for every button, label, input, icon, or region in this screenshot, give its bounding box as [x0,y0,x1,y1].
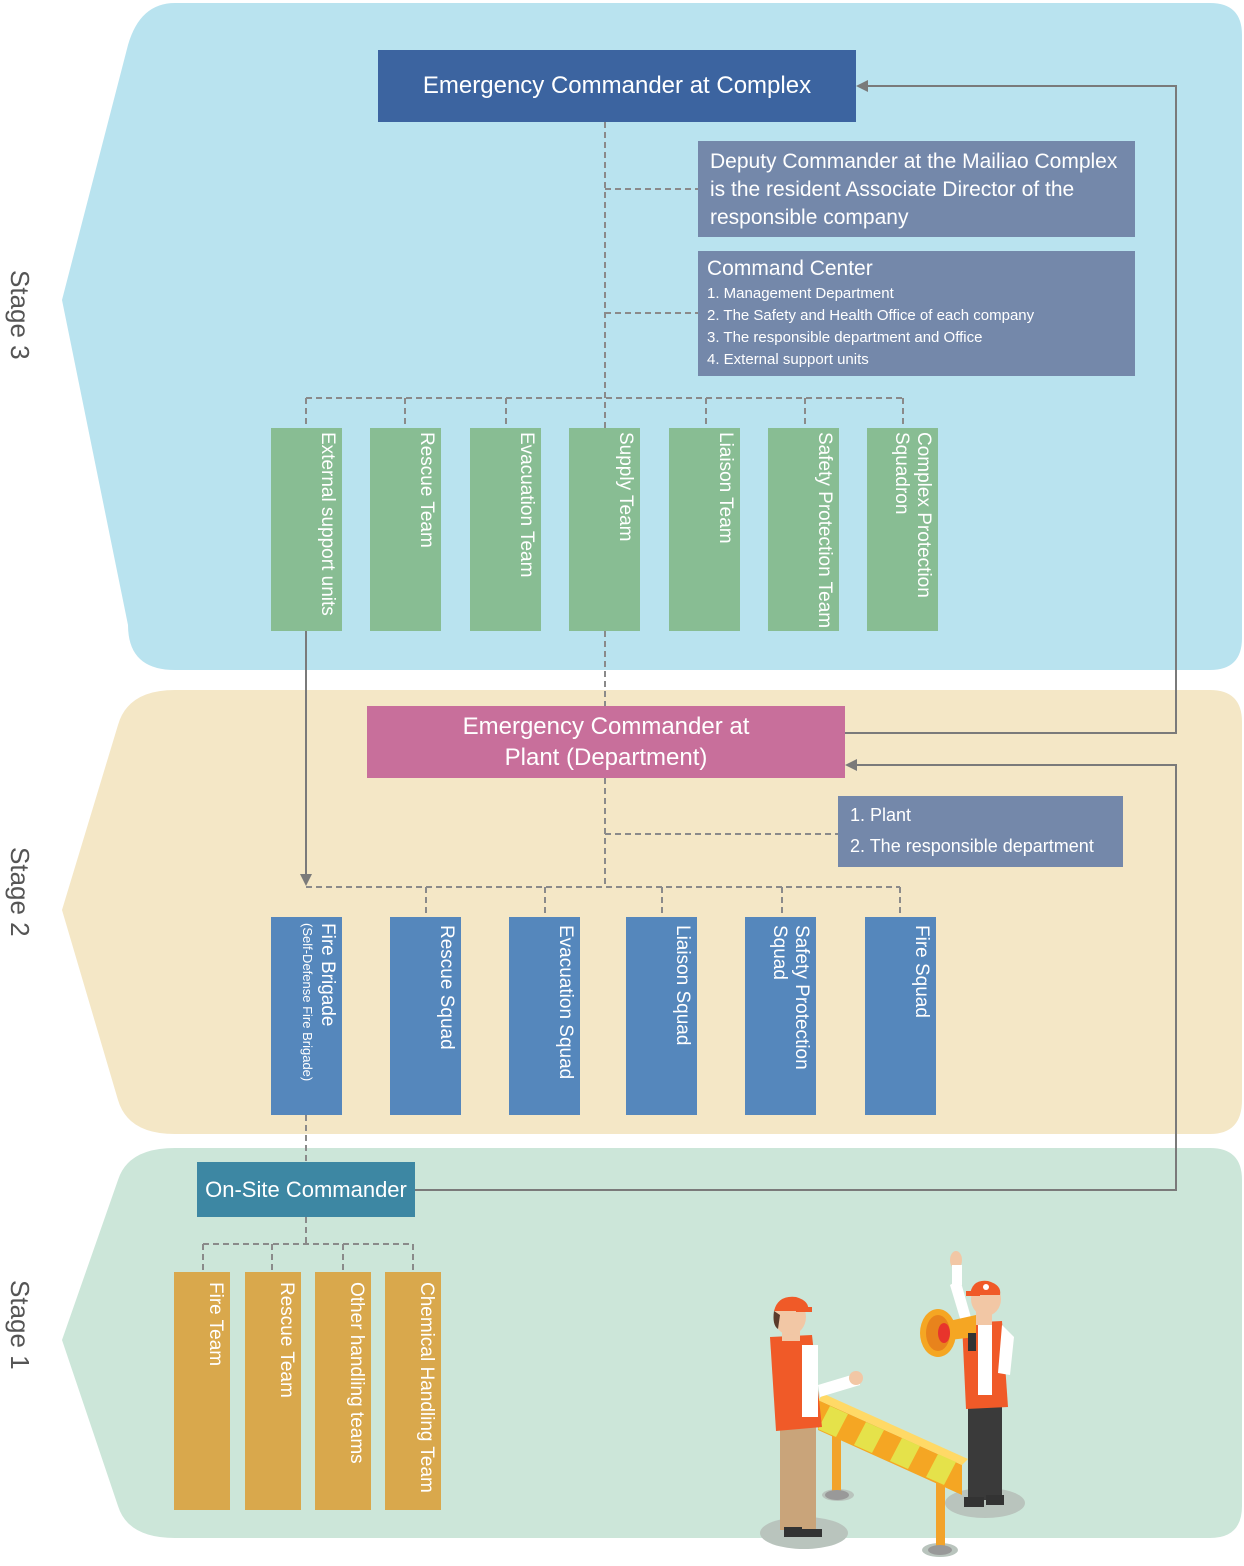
complex-commander-box: Emergency Commander at Complex [378,50,856,122]
command-center-item: 2. The Safety and Health Office of each … [707,307,1035,324]
barrier-icon [818,1394,968,1555]
team-complex-protection: Complex Protection Squadron [867,428,938,631]
team-fire: Fire Team [174,1272,230,1510]
command-center-item: 4. External support units [707,351,869,368]
plant-info-item: 1. Plant [850,805,912,825]
dashed-connectors [202,122,904,1272]
team-liaison: Liaison Team [669,428,740,631]
solid-arrows [300,80,1177,1191]
team-external-support: External support units [271,428,342,631]
worker-right-icon [920,1251,1014,1507]
megaphone-icon [920,1309,976,1357]
team-other-handling: Other handling teams [315,1272,371,1510]
command-center-title: Command Center [707,257,873,280]
command-center-box: Command Center 1. Management Department … [698,251,1135,376]
team-rescue: Rescue Team [370,428,441,631]
fire-brigade-name: Fire Brigade [317,923,338,1027]
plant-info-item: 2. The responsible department [850,836,1094,856]
squad-fire-brigade: Fire Brigade (Self-Defense Fire Brigade) [271,917,342,1115]
team-supply: Supply Team [569,428,640,631]
workers-illustration [760,1251,1025,1557]
deputy-commander-box: Deputy Commander at the Mailiao Complex … [698,141,1135,237]
team-evacuation: Evacuation Team [470,428,541,631]
squad-safety-protection: Safety Protection Squad [745,917,816,1115]
worker-left-icon [770,1296,863,1537]
team-chemical-handling: Chemical Handling Team [385,1272,441,1510]
squad-liaison: Liaison Squad [626,917,697,1115]
squad-fire: Fire Squad [865,917,936,1115]
squad-evacuation: Evacuation Squad [509,917,580,1115]
command-center-item: 1. Management Department [707,285,894,302]
team-rescue-stage1: Rescue Team [245,1272,301,1510]
fire-brigade-sub: (Self-Defense Fire Brigade) [300,923,315,1082]
team-safety-protection: Safety Protection Team [768,428,839,631]
onsite-commander-box: On-Site Commander [197,1162,415,1217]
plant-info-box: 1. Plant 2. The responsible department [838,796,1123,867]
command-center-item: 3. The responsible department and Office [707,329,983,346]
squad-rescue: Rescue Squad [390,917,461,1115]
plant-commander-box: Emergency Commander at Plant (Department… [367,706,845,778]
